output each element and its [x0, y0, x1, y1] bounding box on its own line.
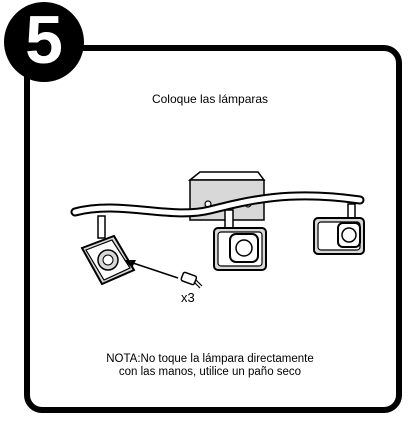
- quantity-label: x3: [181, 290, 195, 305]
- step-number: 5: [25, 2, 63, 78]
- note-line-2: con las manos, utilice un paño seco: [118, 366, 302, 378]
- spotlight-fixture-illustration: [70, 171, 365, 289]
- spotlight-right-icon: [313, 203, 365, 255]
- mounting-bar-icon: [70, 191, 365, 218]
- spotlight-middle-icon: [213, 209, 267, 271]
- spotlight-left-icon: [80, 215, 136, 286]
- instruction-title: Coloque las lámparas: [151, 92, 269, 106]
- bulb-icon: [180, 271, 203, 289]
- step-badge: 5: [4, 2, 84, 82]
- note-line-1: NOTA:No toque la lámpara directamente: [106, 353, 314, 365]
- insert-arrow-icon: [124, 260, 179, 279]
- note-text: NOTA:No toque la lámpara directamente co…: [0, 353, 420, 379]
